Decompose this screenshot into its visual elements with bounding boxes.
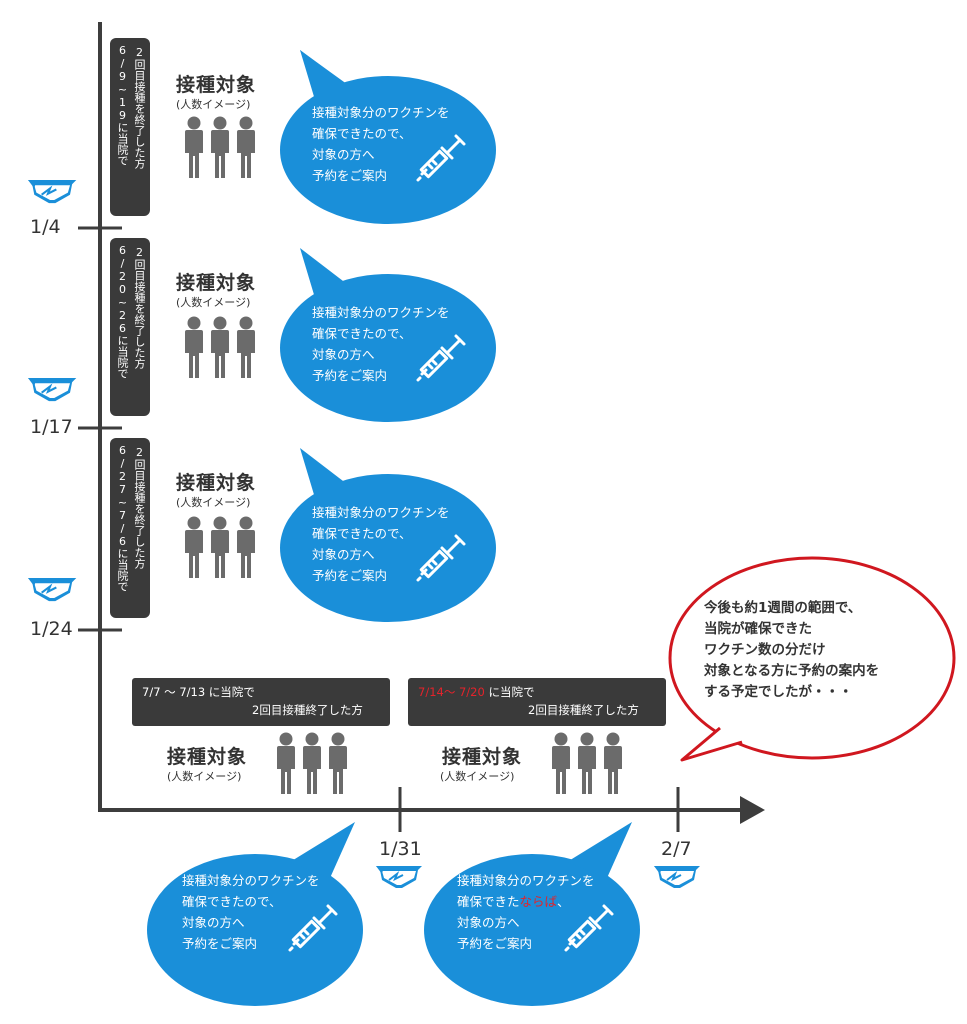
group-1-date-label: 2回目接種を終了した方 6/9~19に当院で (110, 38, 150, 216)
bottom-group-2-box-line-2: 2回目接種終了した方 (528, 703, 639, 717)
speech-bubble-5 (424, 822, 640, 1006)
bottom-group-1-date-label: 7/7 〜 7/13 に当院で 2回目接種終了した方 (132, 678, 390, 726)
bubble-2-line-3: 対象の方へ (312, 347, 375, 362)
bottom-group-2-subtitle: (人数イメージ) (440, 770, 515, 783)
group-3-label-top: 6/27~7/6に当院で (116, 444, 129, 592)
bubble-3-text: 接種対象分のワクチンを 確保できたので、 対象の方へ 予約をご案内 (312, 502, 450, 586)
bubble-2-line-1: 接種対象分のワクチンを (312, 305, 450, 320)
bottom-group-1-subtitle: (人数イメージ) (167, 770, 242, 783)
axis-arrowhead (740, 796, 765, 824)
date-label-1-31: 1/31 (379, 838, 422, 860)
bottom-group-1-title: 接種対象 (167, 746, 248, 768)
bottom-group-1-box-line-1: 7/7 〜 7/13 に当院で (142, 685, 255, 699)
bubble-5-line-2-a: 確保できた (457, 894, 520, 909)
bubble-5-line-2: 確保できたならば、 (457, 891, 595, 912)
bubble-1-line-2: 確保できたので、 (312, 126, 412, 141)
bubble-3-line-2: 確保できたので、 (312, 526, 412, 541)
calendar-mail-icon (653, 865, 701, 889)
group-2-date-label: 2回目接種を終了した方 6/20~26に当院で (110, 238, 150, 416)
group-3-title: 接種対象 (176, 472, 257, 494)
bubble-4-line-1: 接種対象分のワクチンを (182, 873, 320, 888)
bottom-group-2-date-label: 7/14〜 7/20 に当院で 2回目接種終了した方 (408, 678, 666, 726)
bubble-3-line-4: 予約をご案内 (312, 568, 388, 583)
group-1-label-right: 2回目接種を終了した方 (133, 46, 146, 169)
calendar-mail-icon (26, 178, 78, 205)
group-3-label-right: 2回目接種を終了した方 (133, 446, 146, 569)
group-1-title: 接種対象 (176, 74, 257, 96)
bubble-2-line-2: 確保できたので、 (312, 326, 412, 341)
date-label-1-24: 1/24 (30, 618, 73, 640)
bottom-group-2-title: 接種対象 (442, 746, 523, 768)
bubble-1-line-1: 接種対象分のワクチンを (312, 105, 450, 120)
calendar-mail-icon (26, 376, 78, 403)
people-group-2 (185, 316, 255, 378)
note-bubble (668, 556, 956, 762)
bubble-2-text: 接種対象分のワクチンを 確保できたので、 対象の方へ 予約をご案内 (312, 302, 450, 386)
bubble-5-line-2-b: 、 (557, 894, 570, 909)
people-group-3 (185, 516, 255, 578)
speech-bubble-2 (280, 248, 496, 422)
group-1-label-top: 6/9~19に当院で (116, 44, 129, 166)
note-text: 今後も約1週間の範囲で、 当院が確保できた ワクチン数の分だけ 対象となる方に予… (704, 598, 879, 703)
calendar-mail-icon (26, 576, 78, 603)
bottom-group-2-box-line-1-rest: に当院で (484, 685, 535, 699)
note-line-1: 今後も約1週間の範囲で、 (704, 600, 862, 616)
note-line-4: 対象となる方に予約の案内を (704, 663, 880, 679)
bubble-5-text: 接種対象分のワクチンを 確保できたならば、 対象の方へ 予約をご案内 (457, 870, 595, 954)
bubble-1-text: 接種対象分のワクチンを 確保できたので、 対象の方へ 予約をご案内 (312, 102, 450, 186)
bubble-1-line-3: 対象の方へ (312, 147, 375, 162)
speech-bubble-1 (280, 50, 496, 224)
speech-bubble-4 (147, 822, 363, 1006)
bottom-group-2-red-dates: 7/14〜 7/20 (418, 685, 485, 699)
bubble-5-line-4: 予約をご案内 (457, 936, 533, 951)
note-line-5: する予定でしたが・・・ (704, 684, 853, 700)
bubble-5-line-1: 接種対象分のワクチンを (457, 873, 595, 888)
bubble-4-text: 接種対象分のワクチンを 確保できたので、 対象の方へ 予約をご案内 (182, 870, 320, 954)
group-1-subtitle: (人数イメージ) (176, 98, 251, 111)
bubble-5-line-2-red: ならば (519, 894, 558, 909)
bottom-group-1-box-line-2: 2回目接種終了した方 (252, 703, 363, 717)
bubble-4-line-2: 確保できたので、 (182, 894, 282, 909)
people-group-5 (552, 732, 622, 794)
bubble-3-line-1: 接種対象分のワクチンを (312, 505, 450, 520)
date-label-1-17: 1/17 (30, 416, 73, 438)
note-line-2: 当院が確保できた (704, 621, 812, 637)
group-2-label-right: 2回目接種を終了した方 (133, 246, 146, 369)
date-label-2-7: 2/7 (661, 838, 692, 860)
bubble-1-line-4: 予約をご案内 (312, 168, 388, 183)
bottom-group-2-box-line-1: 7/14〜 7/20 に当院で (418, 683, 656, 701)
group-3-subtitle: (人数イメージ) (176, 496, 251, 509)
date-label-1-4: 1/4 (30, 216, 61, 238)
bubble-5-line-3: 対象の方へ (457, 915, 520, 930)
calendar-mail-icon (375, 865, 423, 889)
note-line-3: ワクチン数の分だけ (704, 642, 826, 658)
group-2-title: 接種対象 (176, 272, 257, 294)
group-2-label-top: 6/20~26に当院で (116, 244, 129, 379)
people-group-1 (185, 116, 255, 178)
bubble-2-line-4: 予約をご案内 (312, 368, 388, 383)
bubble-4-line-4: 予約をご案内 (182, 936, 258, 951)
people-group-4 (277, 732, 347, 794)
bubble-4-line-3: 対象の方へ (182, 915, 245, 930)
group-3-date-label: 2回目接種を終了した方 6/27~7/6に当院で (110, 438, 150, 618)
group-2-subtitle: (人数イメージ) (176, 296, 251, 309)
speech-bubble-3 (280, 448, 496, 622)
bubble-3-line-3: 対象の方へ (312, 547, 375, 562)
